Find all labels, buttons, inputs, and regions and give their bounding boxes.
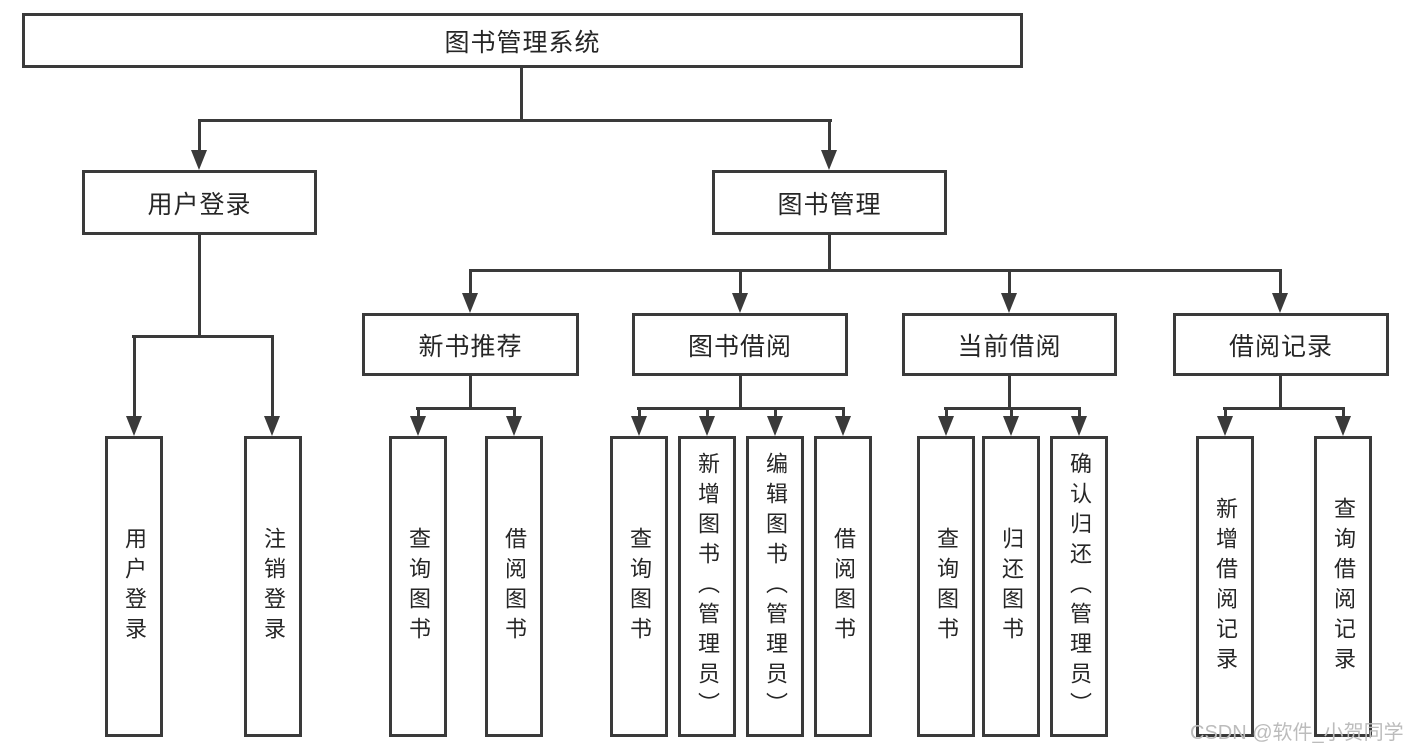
connector-line bbox=[416, 407, 516, 410]
connector-arrow bbox=[835, 416, 851, 436]
connector-line bbox=[739, 376, 742, 407]
connector-line bbox=[469, 376, 472, 407]
connector-arrow bbox=[1003, 416, 1019, 436]
connector-line bbox=[1279, 272, 1282, 293]
node-label: 用户登录 bbox=[122, 526, 147, 647]
connector-line bbox=[739, 272, 742, 293]
node-label: 注销登录 bbox=[261, 526, 286, 647]
connector-line bbox=[132, 335, 274, 338]
connector-arrow bbox=[1217, 416, 1233, 436]
connector-arrow bbox=[1335, 416, 1351, 436]
leaf-borrow-books-recommend: 借阅图书 bbox=[485, 436, 543, 737]
node-book-borrow: 图书借阅 bbox=[632, 313, 848, 376]
leaf-borrow-books: 借阅图书 bbox=[814, 436, 872, 737]
leaf-query-books-borrow: 查询图书 bbox=[610, 436, 668, 737]
node-label: 查询图书 bbox=[934, 526, 959, 647]
connector-line bbox=[706, 410, 709, 416]
connector-line bbox=[133, 338, 136, 416]
leaf-query-books-recommend: 查询图书 bbox=[389, 436, 447, 737]
connector-line bbox=[1223, 407, 1345, 410]
connector-arrow bbox=[631, 416, 647, 436]
node-label: 新增借阅记录 bbox=[1213, 496, 1238, 677]
connector-arrow bbox=[767, 416, 783, 436]
node-user-login: 用户登录 bbox=[82, 170, 317, 235]
connector-arrow bbox=[126, 416, 142, 436]
connector-arrow bbox=[462, 293, 478, 313]
watermark: CSDN @软件_小贺同学 bbox=[1190, 722, 1404, 744]
node-label: 查询图书 bbox=[627, 526, 652, 647]
node-label: 用户登录 bbox=[147, 190, 252, 219]
connector-line bbox=[842, 410, 845, 416]
connector-line bbox=[944, 407, 1081, 410]
connector-arrow bbox=[191, 150, 207, 170]
connector-line bbox=[520, 68, 523, 119]
connector-arrow bbox=[1071, 416, 1087, 436]
connector-line bbox=[1008, 272, 1011, 293]
connector-line bbox=[945, 410, 948, 416]
leaf-user-login: 用户登录 bbox=[105, 436, 163, 737]
connector-arrow bbox=[1272, 293, 1288, 313]
leaf-add-borrow-record: 新增借阅记录 bbox=[1196, 436, 1254, 737]
leaf-logout: 注销登录 bbox=[244, 436, 302, 737]
connector-line bbox=[638, 410, 641, 416]
leaf-return-book: 归还图书 bbox=[982, 436, 1040, 737]
connector-line bbox=[198, 235, 201, 335]
node-root: 图书管理系统 bbox=[22, 13, 1023, 68]
node-label: 编辑图书（管理员） bbox=[763, 451, 788, 722]
node-label: 查询借阅记录 bbox=[1331, 496, 1356, 677]
node-label: 图书管理系统 bbox=[444, 28, 601, 57]
connector-arrow bbox=[1001, 293, 1017, 313]
connector-line bbox=[198, 122, 201, 150]
connector-line bbox=[828, 122, 831, 150]
leaf-confirm-return-admin: 确认归还（管理员） bbox=[1050, 436, 1108, 737]
connector-line bbox=[417, 410, 420, 416]
leaf-query-borrow-record: 查询借阅记录 bbox=[1314, 436, 1372, 737]
node-label: 图书借阅 bbox=[687, 332, 792, 361]
connector-arrow bbox=[410, 416, 426, 436]
connector-arrow bbox=[699, 416, 715, 436]
connector-line bbox=[469, 272, 472, 293]
node-label: 新增图书（管理员） bbox=[695, 451, 720, 722]
node-label: 查询图书 bbox=[406, 526, 431, 647]
node-label: 当前借阅 bbox=[957, 332, 1062, 361]
connector-arrow bbox=[264, 416, 280, 436]
connector-line bbox=[1279, 376, 1282, 407]
node-label: 借阅记录 bbox=[1228, 332, 1333, 361]
node-label: 新书推荐 bbox=[418, 332, 523, 361]
connector-arrow bbox=[938, 416, 954, 436]
leaf-add-book-admin: 新增图书（管理员） bbox=[678, 436, 736, 737]
connector-line bbox=[271, 338, 274, 416]
connector-line bbox=[513, 410, 516, 416]
node-book-management: 图书管理 bbox=[712, 170, 947, 235]
connector-line bbox=[198, 119, 832, 122]
node-label: 借阅图书 bbox=[831, 526, 856, 647]
connector-line bbox=[1078, 410, 1081, 416]
connector-arrow bbox=[732, 293, 748, 313]
node-label: 归还图书 bbox=[999, 526, 1024, 647]
connector-line bbox=[1010, 410, 1013, 416]
node-label: 确认归还（管理员） bbox=[1067, 451, 1092, 722]
connector-arrow bbox=[821, 150, 837, 170]
node-label: 借阅图书 bbox=[502, 526, 527, 647]
leaf-query-books-current: 查询图书 bbox=[917, 436, 975, 737]
connector-arrow bbox=[506, 416, 522, 436]
connector-line bbox=[469, 269, 1282, 272]
connector-line bbox=[1008, 376, 1011, 407]
connector-line bbox=[637, 407, 845, 410]
connector-line bbox=[828, 235, 831, 269]
node-current-borrow: 当前借阅 bbox=[902, 313, 1117, 376]
connector-line bbox=[1224, 410, 1227, 416]
node-new-book-recommend: 新书推荐 bbox=[362, 313, 579, 376]
node-label: 图书管理 bbox=[777, 190, 882, 219]
connector-line bbox=[774, 410, 777, 416]
node-borrow-records: 借阅记录 bbox=[1173, 313, 1389, 376]
connector-line bbox=[1342, 410, 1345, 416]
leaf-edit-book-admin: 编辑图书（管理员） bbox=[746, 436, 804, 737]
